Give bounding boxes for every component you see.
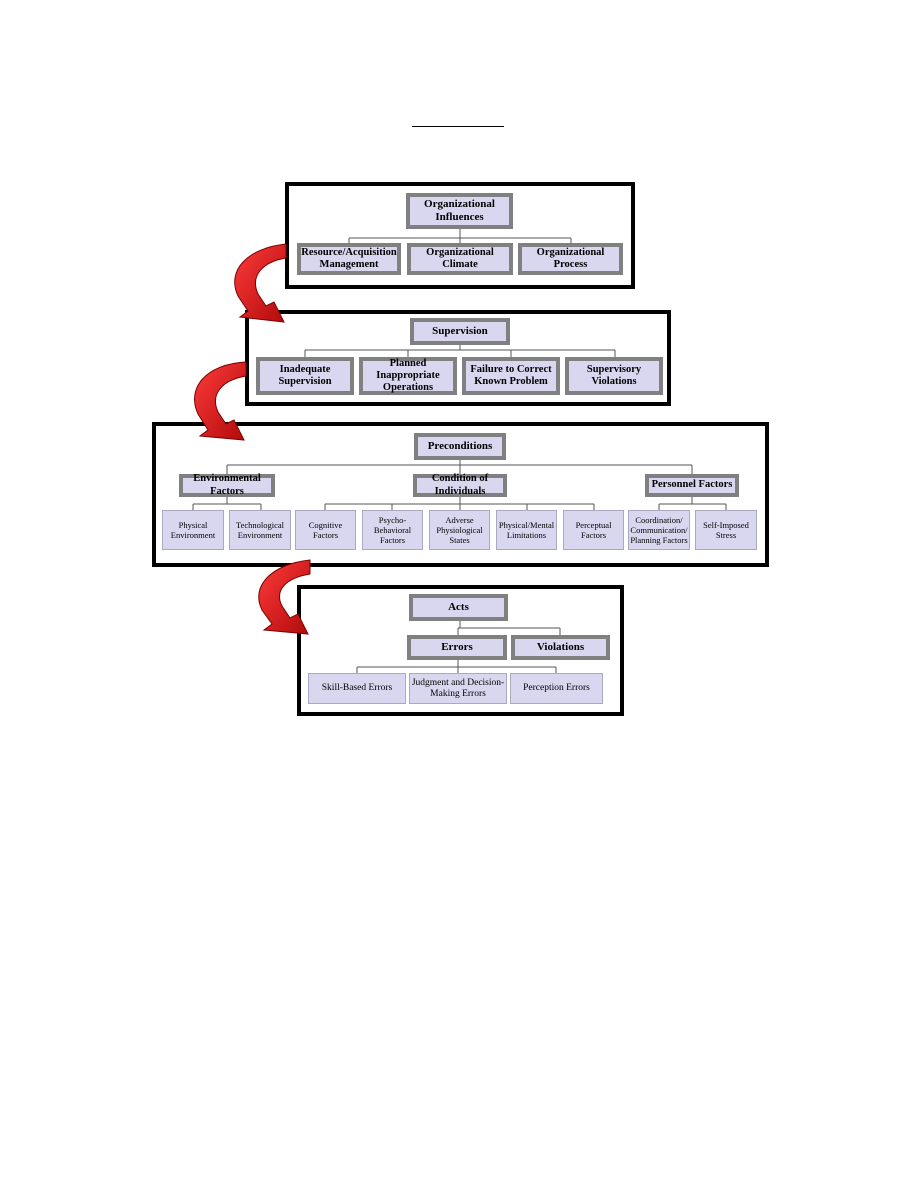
physical-mental-limitations-node: Physical/Mental Limitations [496,510,557,550]
technological-environment-node: Technological Environment [229,510,291,550]
acts-node: Acts [409,594,508,621]
personnel-factors-node: Personnel Factors [645,474,739,497]
organizational-climate-node: Organizational Climate [407,243,513,275]
preconditions-node: Preconditions [414,433,506,460]
organizational-process-node: Organizational Process [518,243,623,275]
arrow-preconditions-to-acts [258,559,311,635]
condition-of-individuals-node: Condition of Individuals [413,473,507,497]
adverse-physiological-states-node: Adverse Physiological States [429,510,490,550]
coordination-communication-planning-node: Coordination/ Communication/ Planning Fa… [628,510,690,550]
failure-to-correct-node: Failure to Correct Known Problem [462,357,560,395]
arrow-supervision-to-preconditions [194,361,247,441]
supervision-node: Supervision [410,318,510,345]
perceptual-factors-node: Perceptual Factors [563,510,624,550]
title-underline [412,126,504,127]
judgment-decision-making-errors-node: Judgment and Decision-Making Errors [409,673,507,704]
self-imposed-stress-node: Self-Imposed Stress [695,510,757,550]
environmental-factors-node: Environmental Factors [179,473,275,497]
cognitive-factors-node: Cognitive Factors [295,510,356,550]
psycho-behavioral-factors-node: Psycho-Behavioral Factors [362,510,423,550]
skill-based-errors-node: Skill-Based Errors [308,673,406,704]
physical-environment-node: Physical Environment [162,510,224,550]
inadequate-supervision-node: Inadequate Supervision [256,357,354,395]
errors-node: Errors [407,635,507,660]
planned-inappropriate-operations-node: Planned Inappropriate Operations [359,357,457,395]
arrow-org-to-supervision [234,243,287,323]
supervisory-violations-node: Supervisory Violations [565,357,663,395]
perception-errors-node: Perception Errors [510,673,603,704]
organizational-influences-node: Organizational Influences [406,193,513,229]
resource-acquisition-node: Resource/Acquisition Management [297,243,401,275]
violations-node: Violations [511,635,610,660]
